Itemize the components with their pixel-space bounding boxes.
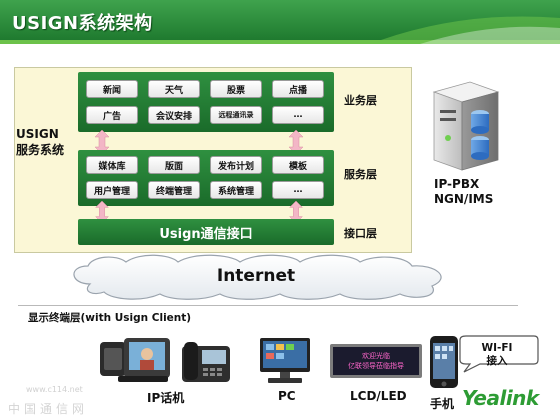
pc-label: PC [278, 389, 296, 403]
arrow-up-down-icon [289, 201, 303, 223]
wifi-label-line-1: WI-FI [481, 342, 513, 354]
led-line-1: 欢迎光临 [362, 352, 390, 360]
desktop-pc-icon [260, 338, 310, 383]
service-cell-system-management: 系统管理 [210, 181, 262, 199]
mobile-label: 手机 [430, 397, 455, 411]
server-icon [432, 81, 500, 171]
business-cell-news: 新闻 [86, 80, 138, 98]
service-layer-label: 服务层 [344, 168, 377, 181]
business-cell-meetings: 会议安排 [148, 106, 200, 124]
service-cell-publish-plan: 发布计划 [210, 156, 262, 174]
internet-cloud-icon [73, 254, 442, 300]
left-label-line-1: USIGN [16, 127, 59, 141]
service-cell-template: 模板 [272, 156, 324, 174]
arrow-up-down-icon [289, 130, 303, 154]
service-cell-user-management: 用户管理 [86, 181, 138, 199]
section-divider [18, 305, 518, 306]
usign-service-system-label: USIGN 服务系统 [16, 126, 64, 158]
left-label-line-2: 服务系统 [16, 143, 65, 157]
smartphone-icon [430, 336, 458, 388]
business-cell-more: … [272, 106, 324, 124]
ip-phone-icon [182, 342, 230, 382]
server-label-line-1: IP-PBX [434, 177, 480, 191]
wifi-label: WI-FI 接入 [460, 342, 534, 368]
business-cell-stocks: 股票 [210, 80, 262, 98]
service-cell-media-library: 媒体库 [86, 156, 138, 174]
server-label: IP-PBX NGN/IMS [434, 177, 493, 207]
business-cell-vod: 点播 [272, 80, 324, 98]
wifi-label-line-2: 接入 [486, 355, 508, 367]
interface-layer-band: Usign通信接口 [78, 219, 334, 245]
business-cell-weather: 天气 [148, 80, 200, 98]
yealink-logo: Yealink [462, 386, 539, 410]
service-cell-more: … [272, 181, 324, 199]
arrow-up-down-icon [95, 130, 109, 154]
terminal-layer-title: 显示终端层(with Usign Client) [28, 312, 192, 324]
lcd-led-label: LCD/LED [350, 389, 407, 403]
led-line-2: 亿联领导莅临指导 [348, 362, 404, 370]
video-phone-icon [100, 338, 170, 382]
business-cell-ads: 广告 [86, 106, 138, 124]
page-title: USIGN系统架构 [12, 13, 153, 34]
service-cell-terminal-management: 终端管理 [148, 181, 200, 199]
wifi-callout-bubble [459, 335, 539, 373]
header-swoosh-decoration [370, 16, 560, 44]
server-label-line-2: NGN/IMS [434, 192, 494, 206]
internet-label: Internet [216, 266, 296, 286]
business-cell-remote-directory: 远程通讯录 [210, 106, 262, 124]
service-cell-layout: 版面 [148, 156, 200, 174]
interface-layer-label: 接口层 [344, 227, 377, 240]
ip-phone-label: IP话机 [147, 391, 185, 405]
arrow-up-down-icon [95, 201, 109, 223]
led-board-display: 欢迎光临 亿联领导莅临指导 [330, 344, 422, 378]
watermark-url: www.c114.net [26, 385, 83, 394]
watermark-cn: 中国通信网 [8, 402, 89, 416]
business-layer-label: 业务层 [344, 94, 377, 107]
